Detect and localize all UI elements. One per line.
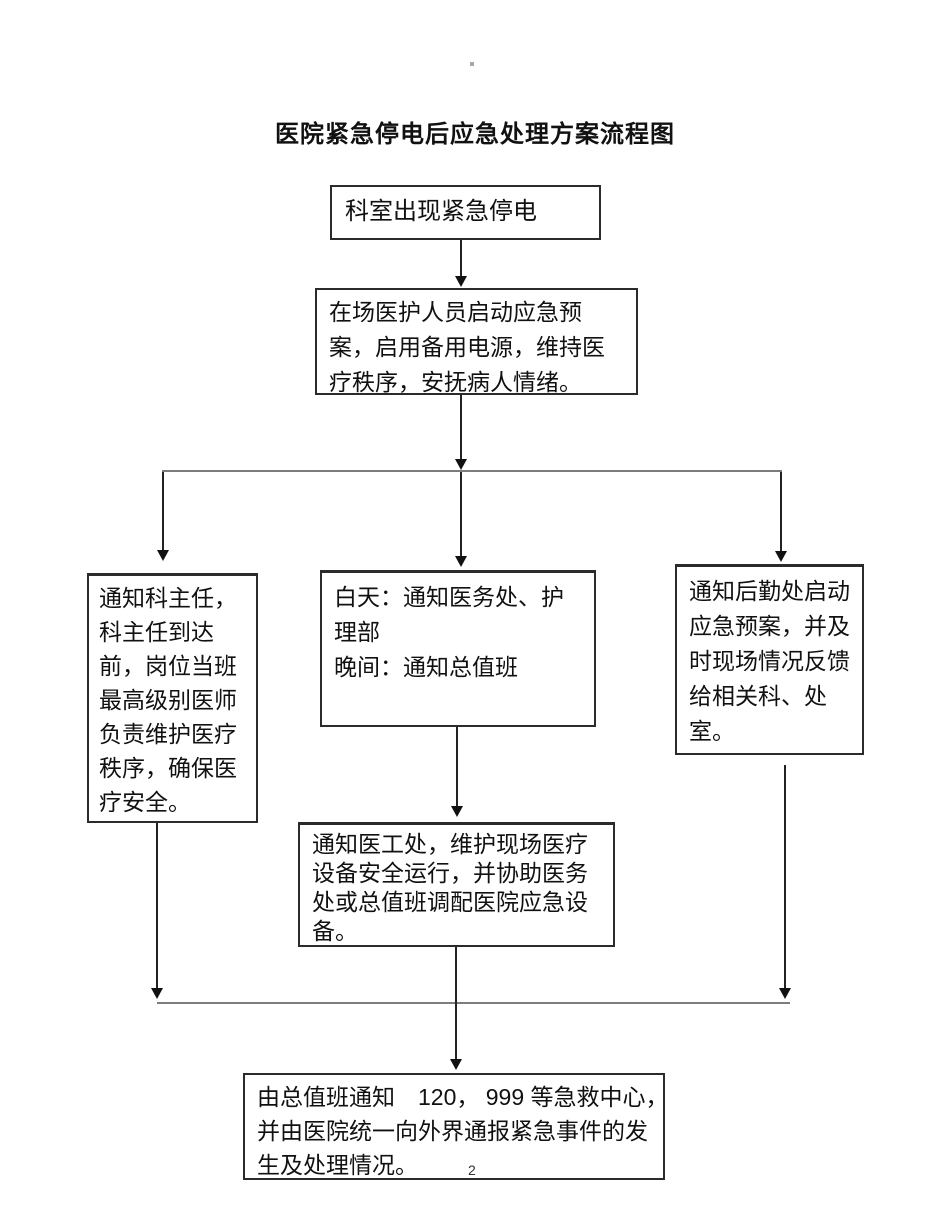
flow-box-power-outage: 科室出现紧急停电 [330, 185, 601, 240]
arrow-down-icon [450, 1059, 462, 1070]
merge-distribution-line [157, 1002, 790, 1004]
arrow-down-icon [455, 276, 467, 287]
flow-box-notify-medical-affairs: 白天：通知医务处、护理部晚间：通知总值班 [320, 570, 596, 727]
page-number: 2 [468, 1162, 476, 1178]
scan-speck [470, 62, 474, 66]
flow-box-notify-emergency-centers: 由总值班通知 120， 999 等急救中心，并由医院统一向外界通报紧急事件的发生… [243, 1073, 669, 1180]
connector-equipment-to-emergency [455, 947, 457, 1059]
arrow-down-icon [779, 988, 791, 999]
flow-box-onsite-response: 在场医护人员启动应急预案，启用备用电源，维持医疗秩序，安抚病人情绪。 [315, 288, 638, 395]
arrow-down-icon [775, 551, 787, 562]
flow-box-notify-logistics: 通知后勤处启动应急预案，并及时现场情况反馈给相关科、处室。 [675, 564, 864, 755]
connector-onsite-to-branch [460, 395, 462, 459]
arrow-down-icon [451, 806, 463, 817]
arrow-down-icon [455, 556, 467, 567]
connector-start-to-onsite [460, 240, 462, 276]
connector-branch-to-logistics [780, 472, 782, 551]
flow-box-notify-equipment: 通知医工处，维护现场医疗设备安全运行，并协助医务处或总值班调配医院应急设备。 [298, 822, 615, 947]
connector-logistics-to-merge [784, 765, 786, 988]
branch-distribution-line [162, 470, 782, 472]
connector-branch-to-director [162, 472, 164, 550]
connector-director-to-merge [156, 823, 158, 988]
flow-box-notify-director: 通知科主任，科主任到达前，岗位当班最高级别医师负责维护医疗秩序，确保医疗安全。 [87, 573, 258, 823]
arrow-down-icon [157, 550, 169, 561]
arrow-down-icon [151, 988, 163, 999]
connector-admin-to-equipment [456, 727, 458, 806]
connector-branch-to-admin [460, 472, 462, 556]
arrow-down-icon [455, 459, 467, 470]
page-title: 医院紧急停电后应急处理方案流程图 [275, 121, 675, 148]
